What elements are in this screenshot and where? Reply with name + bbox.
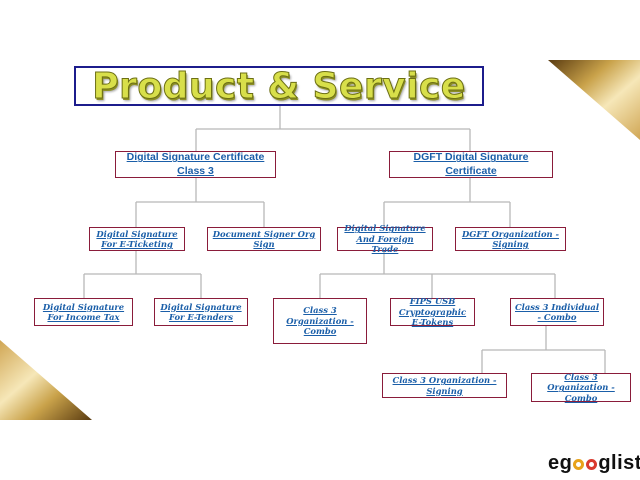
brand-ring-icon (586, 459, 598, 470)
link-dsc-class3[interactable]: Digital Signature Certificate Class 3 (126, 151, 265, 177)
top-right-corner-decoration (548, 60, 640, 140)
link-dgft-dsc[interactable]: DGFT Digital Signature Certificate (413, 151, 529, 177)
node-class3-org-combo-2: Class 3 Organization - Combo (531, 371, 631, 403)
link-class3-org-combo-2[interactable]: Class 3 Organization - Combo (547, 371, 615, 403)
brand-prefix: eg (548, 452, 573, 474)
link-class3-org-combo[interactable]: Class 3 Organization - Combo (286, 305, 354, 337)
link-class3-individual-combo[interactable]: Class 3 Individual - Combo (515, 301, 600, 323)
node-class3-org-combo: Class 3 Organization - Combo (273, 298, 367, 344)
link-ds-eticketing[interactable]: Digital Signature For E-Ticketing (96, 228, 178, 250)
node-dsc-class3: Digital Signature Certificate Class 3 (115, 151, 276, 178)
link-ds-foreign-trade[interactable]: Digital Signature And Foreign Trade (344, 223, 426, 255)
brand-logo: eg glist (548, 452, 640, 475)
brand-suffix: glist (598, 452, 640, 474)
page-title: Product & Service (92, 65, 466, 107)
link-doc-signer[interactable]: Document Signer Org Sign (212, 228, 316, 250)
diagram-canvas: Product & Service Digital Signature Cert… (0, 60, 640, 420)
node-ds-income-tax: Digital Signature For Income Tax (34, 298, 133, 326)
bottom-left-corner-decoration (0, 340, 92, 420)
node-doc-signer: Document Signer Org Sign (207, 227, 321, 251)
node-dgft-org-signing: DGFT Organization - Signing (455, 227, 566, 251)
brand-ring-icon (573, 459, 585, 470)
title-box: Product & Service (74, 65, 484, 107)
node-dgft-dsc: DGFT Digital Signature Certificate (389, 151, 553, 178)
node-class3-individual-combo: Class 3 Individual - Combo (510, 298, 604, 326)
node-fips-usb: FIPS USB Cryptographic E-Tokens (390, 296, 475, 328)
node-class3-org-signing: Class 3 Organization - Signing (382, 373, 507, 398)
link-class3-org-signing[interactable]: Class 3 Organization - Signing (392, 375, 497, 396)
connector-lines (83, 106, 606, 373)
link-dgft-org-signing[interactable]: DGFT Organization - Signing (461, 228, 560, 250)
link-fips-usb[interactable]: FIPS USB Cryptographic E-Tokens (398, 296, 467, 328)
node-ds-eticketing: Digital Signature For E-Ticketing (89, 227, 185, 251)
node-ds-etenders: Digital Signature For E-Tenders (154, 298, 248, 326)
link-ds-etenders[interactable]: Digital Signature For E-Tenders (160, 301, 242, 323)
link-ds-income-tax[interactable]: Digital Signature For Income Tax (42, 301, 125, 323)
node-ds-foreign-trade: Digital Signature And Foreign Trade (337, 223, 433, 254)
